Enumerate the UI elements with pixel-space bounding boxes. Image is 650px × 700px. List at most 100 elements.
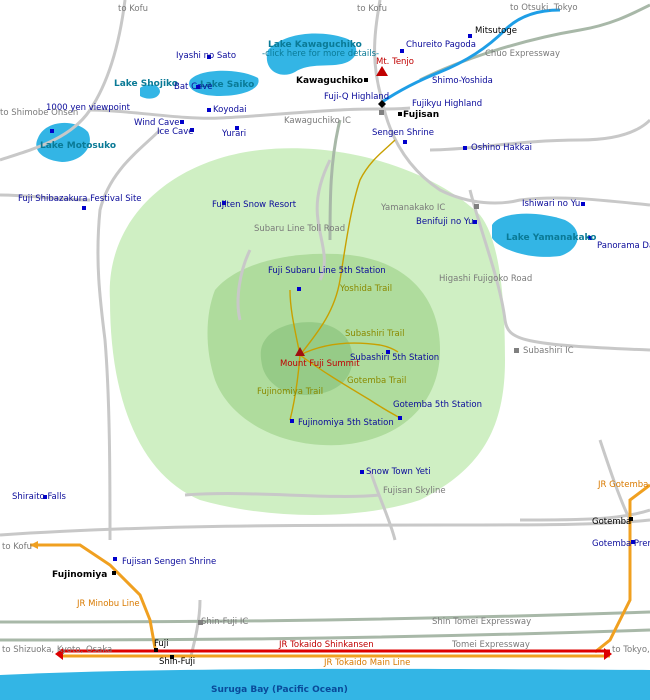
suruga-bay: [0, 668, 650, 700]
marker-wind-cave[interactable]: [180, 120, 184, 124]
label-yurari[interactable]: Yurari: [221, 129, 246, 139]
label-fujinomiya[interactable]: Fujinomiya: [52, 570, 107, 580]
marker-kawaguchiko-station[interactable]: [364, 78, 368, 82]
marker-iyashi[interactable]: [207, 55, 211, 59]
label-shin-fuji[interactable]: Shin-Fuji: [159, 657, 195, 667]
label-koyodai[interactable]: Koyodai: [213, 105, 247, 115]
marker-panorama[interactable]: [588, 236, 592, 240]
marker-fujiten[interactable]: [222, 201, 226, 205]
label-yoshida-trail: Yoshida Trail: [339, 284, 392, 294]
label-kawaguchiko-note[interactable]: -click here for more details-: [262, 49, 379, 59]
lake-shojiko: [140, 84, 160, 99]
fujikyu-railway: [381, 8, 561, 104]
label-summit[interactable]: Mount Fuji Summit: [280, 359, 360, 369]
label-gotemba-trail: Gotemba Trail: [347, 376, 406, 386]
label-lake-yamanakako[interactable]: Lake Yamanakako: [506, 233, 596, 243]
label-lake-kawaguchiko[interactable]: Lake Kawaguchiko: [268, 40, 362, 50]
label-jr-gotemba: JR Gotemba Line: [597, 480, 650, 490]
label-gotemba-outlets[interactable]: Gotemba Premium Outlets: [592, 539, 650, 549]
marker-yamanakako-ic: [474, 204, 479, 209]
marker-shin-fuji-station[interactable]: [170, 655, 174, 659]
label-skyline: Fujisan Skyline: [383, 486, 446, 496]
marker-kawaguchiko-ic: [379, 110, 384, 115]
label-sengen-fujinomiya[interactable]: Fujisan Sengen Shrine: [122, 557, 216, 567]
fujiq-diamond[interactable]: [378, 100, 386, 108]
label-to-shimobe: to Shimobe Onsen: [0, 108, 78, 118]
label-lake-motosuko[interactable]: Lake Motosuko: [40, 141, 116, 151]
label-fujikyu[interactable]: Fujikyu Highland: [412, 99, 482, 109]
label-fujiten[interactable]: Fujiten Snow Resort: [212, 200, 297, 210]
marker-gotemba-5th[interactable]: [398, 416, 402, 420]
label-shiraito[interactable]: Shiraito Falls: [12, 492, 66, 502]
label-fujinomiya-5th[interactable]: Fujinomiya 5th Station: [298, 418, 394, 428]
marker-benifuji[interactable]: [473, 220, 477, 224]
marker-subaru-5th[interactable]: [297, 287, 301, 291]
label-to-tokyo: to Tokyo, Mishima: [612, 645, 650, 655]
label-yamanakako-ic: Yamanakako IC: [380, 203, 445, 213]
label-ice-cave[interactable]: Ice Cave: [157, 127, 194, 137]
marker-snow-town[interactable]: [360, 470, 364, 474]
label-snow-town[interactable]: Snow Town Yeti: [366, 467, 431, 477]
marker-subashiri-ic: [514, 348, 519, 353]
marker-viewpoint[interactable]: [50, 129, 54, 133]
label-gotemba[interactable]: Gotemba: [592, 517, 631, 527]
fuji-inner-zone: [260, 322, 353, 395]
marker-subashiri-5th[interactable]: [386, 350, 390, 354]
label-jr-minobu: JR Minobu Line: [76, 599, 140, 609]
marker-fuji-station[interactable]: [154, 648, 158, 652]
label-iyashi[interactable]: Iyashi no Sato: [176, 51, 236, 61]
marker-ice-cave[interactable]: [190, 128, 194, 132]
marker-ishiwari[interactable]: [581, 202, 585, 206]
label-to-kofu-1: to Kofu: [118, 4, 148, 14]
label-shimo-yoshida[interactable]: Shimo-Yoshida: [432, 76, 493, 86]
label-subashiri-trail: Subashiri Trail: [345, 329, 405, 339]
label-benifuji[interactable]: Benifuji no Yu: [416, 217, 474, 227]
marker-shibazakura[interactable]: [82, 206, 86, 210]
marker-oshino[interactable]: [463, 146, 467, 150]
label-bat-cave[interactable]: Bat Cave: [174, 82, 212, 92]
marker-yurari[interactable]: [235, 126, 239, 130]
label-to-shizuoka: to Shizuoka, Kyoto, Osaka: [2, 645, 112, 655]
label-mt-tenjo[interactable]: Mt. Tenjo: [376, 57, 414, 67]
marker-gotemba-outlets[interactable]: [631, 540, 635, 544]
trails: [289, 139, 401, 421]
label-lake-shojiko[interactable]: Lake Shojiko: [114, 79, 178, 89]
label-sengen-shrine[interactable]: Sengen Shrine: [372, 128, 434, 138]
label-subaru-5th[interactable]: Fuji Subaru Line 5th Station: [268, 266, 386, 276]
label-gotemba-5th[interactable]: Gotemba 5th Station: [393, 400, 482, 410]
label-fujisan[interactable]: Fujisan: [403, 110, 439, 120]
label-to-kofu-2: to Kofu: [357, 4, 387, 14]
label-fujiq[interactable]: Fuji-Q Highland: [324, 92, 389, 102]
label-shibazakura[interactable]: Fuji Shibazakura Festival Site: [18, 194, 142, 204]
marker-fujisan-station[interactable]: [398, 112, 402, 116]
marker-fujinomiya-5th[interactable]: [290, 419, 294, 423]
label-fuji[interactable]: Fuji: [154, 639, 169, 649]
label-kawaguchiko-station[interactable]: Kawaguchiko: [296, 76, 363, 86]
jr-gotemba-line: [594, 483, 650, 654]
marker-mitsutoge[interactable]: [468, 34, 472, 38]
label-subashiri-5th[interactable]: Subashiri 5th Station: [350, 353, 439, 363]
marker-chureito[interactable]: [400, 49, 404, 53]
marker-shiraito[interactable]: [43, 495, 47, 499]
label-panorama[interactable]: Panorama Dai: [597, 241, 650, 251]
label-lake-saiko[interactable]: Lake Saiko: [200, 80, 254, 90]
label-chureito[interactable]: Chureito Pagoda: [406, 40, 476, 50]
label-shinkansen: JR Tokaido Shinkansen: [278, 640, 374, 650]
marker-fujinomiya-sengen[interactable]: [113, 557, 117, 561]
label-viewpoint[interactable]: 1000 yen viewpoint: [46, 103, 131, 113]
label-ishiwari[interactable]: Ishiwari no Yu: [522, 199, 580, 209]
marker-fujinomiya-station[interactable]: [112, 571, 116, 575]
marker-sengen-shrine[interactable]: [403, 140, 407, 144]
label-wind-cave[interactable]: Wind Cave: [134, 118, 179, 128]
label-mitsutoge[interactable]: Mitsutoge: [475, 26, 517, 36]
marker-gotemba-station[interactable]: [629, 517, 633, 521]
label-to-kofu-left: to Kofu: [2, 542, 32, 552]
label-oshino[interactable]: Oshino Hakkai: [471, 143, 532, 153]
label-higashi-road: Higashi Fujigoko Road: [439, 274, 532, 284]
marker-bat-cave[interactable]: [196, 85, 200, 89]
marker-koyodai[interactable]: [207, 108, 211, 112]
label-shin-fuji-ic: Shin-Fuji IC: [201, 617, 248, 627]
